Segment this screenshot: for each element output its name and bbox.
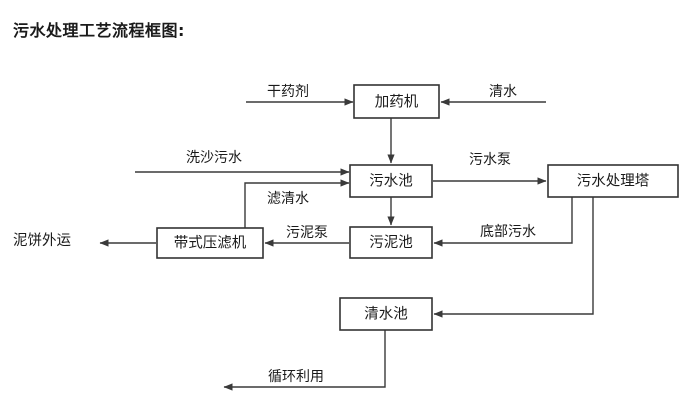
edge-label-clean-water-in: 清水 — [489, 84, 517, 100]
node-belt-filter-label: 带式压滤机 — [174, 235, 247, 252]
node-dosing-machine-box — [353, 84, 440, 119]
edge-label-bottom-sewage: 底部污水 — [480, 224, 536, 240]
node-clean-water-pool[interactable]: 清水池 — [339, 297, 433, 331]
edge-clean-water-pool-to-recycle-use — [223, 330, 386, 391]
node-dosing-machine[interactable]: 加药机 — [353, 84, 440, 119]
edge-label-dry-reagent: 干药剂 — [267, 84, 309, 100]
node-sewage-pool[interactable]: 污水池 — [349, 164, 433, 198]
node-belt-filter-box — [156, 227, 264, 259]
node-belt-filter[interactable]: 带式压滤机 — [156, 227, 264, 259]
node-sewage-pool-box — [349, 164, 433, 198]
node-treatment-tower[interactable]: 污水处理塔 — [547, 164, 679, 198]
node-treatment-tower-box — [547, 164, 679, 198]
node-treatment-tower-label: 污水处理塔 — [577, 173, 650, 190]
edge-label-filtrate: 滤清水 — [267, 191, 309, 207]
edge-label-sludge-pump: 污泥泵 — [286, 225, 328, 241]
edge-treatment-tower-to-sludge-pool-bottom-sewage — [433, 197, 573, 247]
terminal-label-mud-cake-out: 泥饼外运 — [13, 232, 71, 249]
edge-label-sand-wash-sewage: 洗沙污水 — [186, 150, 242, 166]
node-sludge-pool-label: 污泥池 — [369, 234, 413, 251]
edge-label-sewage-pump: 污水泵 — [469, 152, 511, 168]
edge-label-recycle-use: 循环利用 — [268, 369, 324, 385]
node-sludge-pool-box — [349, 226, 433, 259]
node-clean-water-pool-box — [339, 297, 433, 331]
node-sludge-pool[interactable]: 污泥池 — [349, 226, 433, 259]
edge-treatment-tower-to-clean-water-pool — [433, 197, 594, 318]
edge-belt-filter-to-sewage-pool-filtrate — [244, 179, 350, 228]
node-dosing-machine-label: 加药机 — [375, 94, 419, 111]
node-sewage-pool-label: 污水池 — [369, 173, 413, 190]
page-title: 污水处理工艺流程框图: — [13, 21, 185, 40]
node-clean-water-pool-label: 清水池 — [364, 306, 408, 323]
